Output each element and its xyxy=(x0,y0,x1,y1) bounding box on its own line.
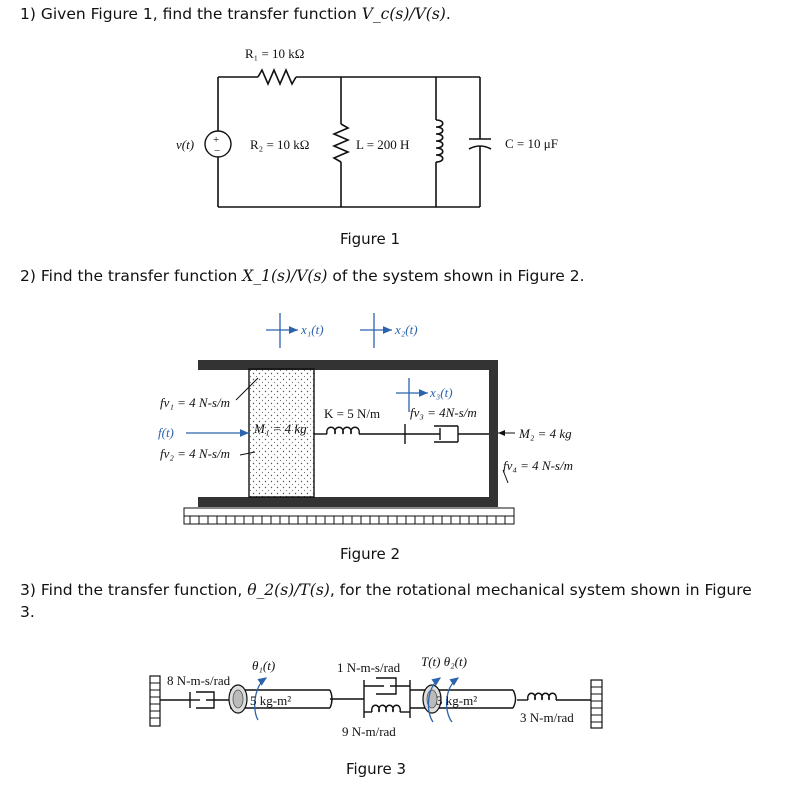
question-2-text: Find the transfer function xyxy=(40,267,243,285)
question-2-math: X_1(s)/V(s) xyxy=(242,267,328,285)
svg-text:−: − xyxy=(214,145,220,157)
fv3-label: fv₃ = 4N-s/m xyxy=(410,405,477,420)
fv1-label: fv₁ = 4 N-s/m xyxy=(160,395,230,410)
x1-label: x₁(t) xyxy=(300,322,324,337)
figure-2-labels: x₁(t) x₂(t) x₃(t) fv₁ = 4 N-s/m f(t) fv₂… xyxy=(158,322,573,473)
question-1-text-end: . xyxy=(445,5,451,23)
question-2-text-end: of the system shown in Figure 2. xyxy=(327,267,585,285)
question-1-math: V_c(s)/V(s) xyxy=(361,5,446,23)
spring-right-label: 3 N-m/rad xyxy=(520,710,574,725)
force-label: f(t) xyxy=(158,425,174,440)
m2-label: M₂ = 4 kg xyxy=(518,426,572,441)
damper-left-label: 8 N-m-s/rad xyxy=(167,673,231,688)
spring-k-label: K = 5 N/m xyxy=(324,406,380,421)
question-3-text: Find the transfer function, xyxy=(40,581,248,599)
figure-1-caption: Figure 1 xyxy=(339,230,401,248)
x3-label: x₃(t) xyxy=(429,385,453,400)
spring-mid-label: 9 N-m/rad xyxy=(342,724,396,739)
question-2-number: 2) xyxy=(20,267,36,285)
question-2: 2) Find the transfer function X_1(s)/V(s… xyxy=(20,265,585,287)
r2-label: R₂ = 10 kΩ xyxy=(250,137,309,152)
fv2-label: fv₂ = 4 N-s/m xyxy=(160,446,230,461)
question-1-number: 1) xyxy=(20,5,36,23)
voltage-source-icon: + − xyxy=(204,130,232,158)
question-1-text: Given Figure 1, find the transfer functi… xyxy=(40,5,362,23)
figure-1-circuit: + − xyxy=(204,67,492,208)
figure-1-labels: v(t) R₁ = 10 kΩ R₂ = 10 kΩ L = 200 H C =… xyxy=(176,46,558,152)
inductor-label: L = 200 H xyxy=(356,137,409,152)
capacitor-label: C = 10 μF xyxy=(505,136,558,151)
question-3: 3) Find the transfer function, θ_2(s)/T(… xyxy=(20,579,760,623)
figure-2-mechanical xyxy=(183,313,515,525)
figure-2-caption: Figure 2 xyxy=(339,545,401,563)
r1-label: R₁ = 10 kΩ xyxy=(245,46,304,61)
svg-text:+: + xyxy=(213,134,219,146)
x2-label: x₂(t) xyxy=(394,322,418,337)
figure-3-caption: Figure 3 xyxy=(345,760,407,778)
inertia1-label: 5 kg-m² xyxy=(250,693,291,708)
inertia2-label: 3 kg-m² xyxy=(436,693,477,708)
question-3-number: 3) xyxy=(20,581,36,599)
question-3-math: θ_2(s)/T(s) xyxy=(247,581,330,599)
fv4-label: fv₄ = 4 N-s/m xyxy=(503,458,573,473)
theta1-label: θ₁(t) xyxy=(252,658,275,673)
source-label: v(t) xyxy=(176,137,194,152)
m1-label: M₁ = 4 kg xyxy=(253,421,307,436)
damper-mid-label: 1 N-m-s/rad xyxy=(337,660,401,675)
question-1: 1) Given Figure 1, find the transfer fun… xyxy=(20,3,451,25)
torque-theta2-label: T(t) θ₂(t) xyxy=(421,654,467,669)
question-3-text-end: , for the rotational mechanical system s… xyxy=(20,581,752,621)
